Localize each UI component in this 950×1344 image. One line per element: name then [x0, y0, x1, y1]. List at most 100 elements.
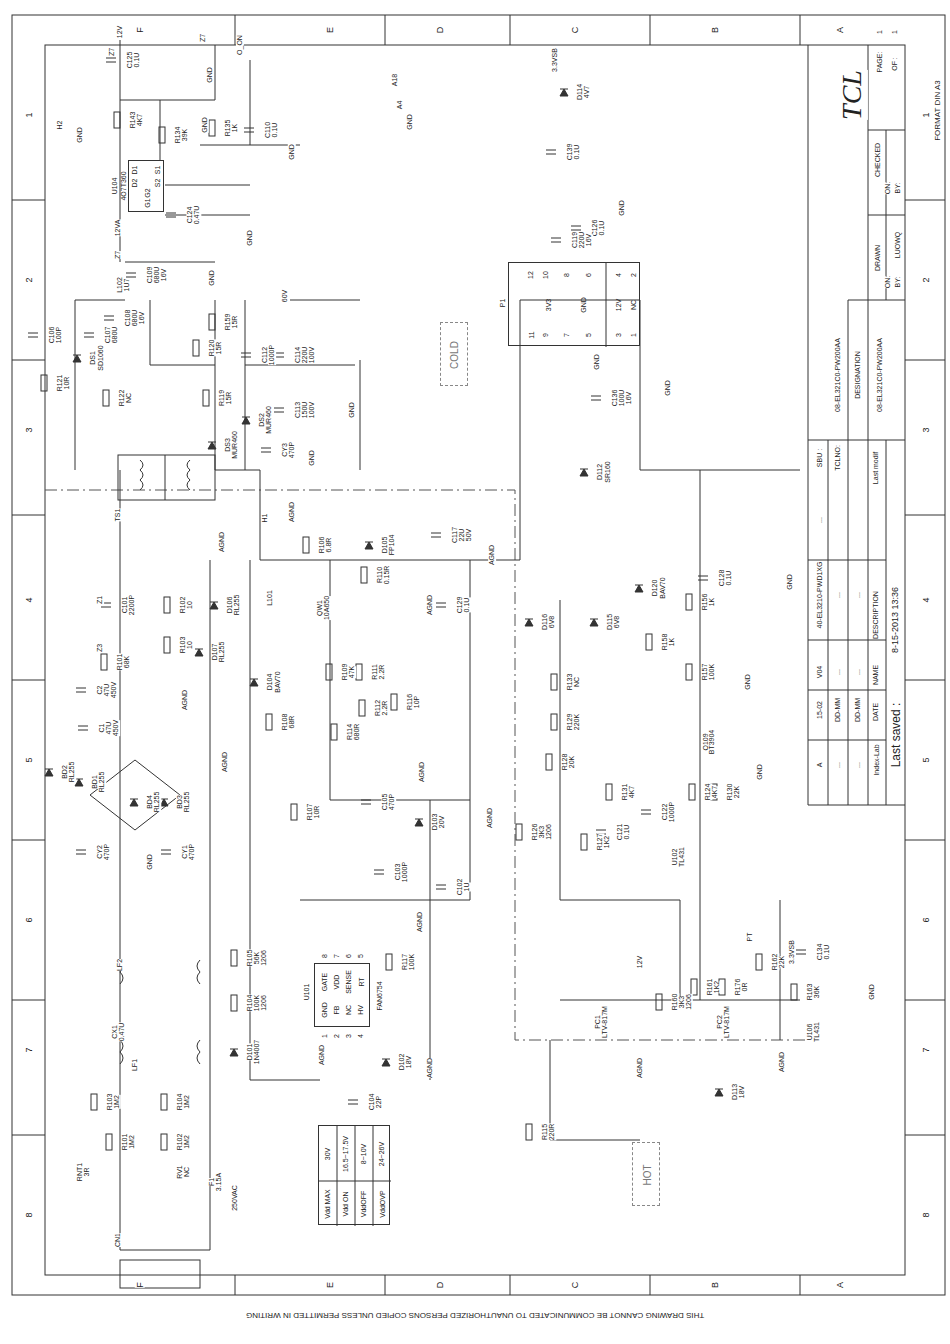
component-label: 220K	[573, 714, 581, 730]
component-label: RL255	[68, 762, 76, 783]
pin-label: GND	[580, 297, 588, 313]
transformer-windings	[140, 455, 190, 500]
pin-label: 3V3	[545, 299, 553, 311]
resistor-symbol	[606, 784, 612, 800]
title-block-text: SBU :	[816, 449, 824, 467]
component-label: Z1	[96, 596, 104, 604]
component-label: A4	[396, 101, 404, 110]
resistor-symbol	[386, 954, 392, 970]
wires	[75, 40, 800, 1250]
component-label: TL431	[813, 1022, 821, 1042]
component-label: 0.1U	[133, 53, 141, 68]
pin-label: 7	[333, 954, 341, 958]
pin-label: 9	[542, 333, 550, 337]
component-label: Z3	[96, 644, 104, 652]
component-label: TL431	[678, 847, 686, 867]
pin-label: 3	[345, 1034, 353, 1038]
grid-reference: 5	[920, 757, 930, 762]
component-label: 2.2R	[378, 665, 386, 680]
resistor-symbol	[231, 950, 237, 966]
resistor-symbol	[756, 954, 762, 970]
capacitor-symbol	[76, 688, 86, 692]
pin-label: HV	[357, 1005, 365, 1015]
title-block-text: ...	[854, 592, 862, 598]
capacitor-symbol	[348, 1100, 358, 1104]
resistor-symbol	[106, 1134, 112, 1150]
capacitor-symbol	[261, 448, 271, 452]
component-label: BAV70	[658, 577, 666, 598]
capacitor-symbol	[374, 870, 384, 874]
resistor-symbol	[41, 375, 47, 391]
pin-label: 8	[321, 954, 329, 958]
component-label: AGND	[288, 502, 296, 522]
component-label: 1M2	[183, 1135, 191, 1149]
component-label: 470P	[103, 844, 111, 860]
capacitor-symbol	[161, 850, 171, 854]
component-label: 100V	[308, 347, 316, 363]
component-label: 18V	[738, 1086, 746, 1098]
resistor-symbol	[516, 824, 522, 840]
region-label: HOT	[641, 1164, 653, 1185]
pin-label: 2	[333, 1034, 341, 1038]
component-label: 3.3VSB	[788, 940, 796, 964]
grid-reference: 7	[920, 1047, 930, 1052]
component-label: 3.15A	[215, 1173, 223, 1191]
resistor-symbol	[791, 984, 797, 1000]
transformer-ts1	[118, 455, 215, 500]
grid-reference: 8	[920, 1212, 930, 1217]
diode-symbol	[590, 619, 598, 626]
component-label: 100P	[55, 327, 63, 343]
component-label: 12V	[116, 26, 124, 38]
pin-label: 11	[527, 331, 535, 338]
grid-reference: A	[835, 1282, 845, 1288]
title-block-text: Last modif	[872, 452, 880, 484]
pin-label: 1	[630, 333, 638, 337]
component-label: L101	[266, 590, 274, 606]
capacitor-symbol	[106, 58, 116, 62]
title-block-text: ...	[854, 669, 862, 675]
pin-label: FB	[333, 1006, 341, 1015]
component-label: 0.15R	[383, 566, 391, 585]
component-label: SD1060	[96, 345, 104, 370]
component-label: AGND	[418, 762, 426, 782]
capacitor-symbol	[274, 408, 284, 412]
title-block-text: 8-15-2013 13:36	[890, 587, 900, 653]
component-label: 1K	[668, 638, 676, 647]
component-label: 0.47U	[118, 1023, 126, 1042]
component-label: 100K	[408, 954, 416, 970]
title-block-text: ...	[834, 762, 842, 768]
component-label: AGND	[218, 532, 226, 552]
component-label: FP104	[388, 535, 396, 556]
pin-label: SENSE	[345, 970, 353, 994]
component-label: 450V	[112, 720, 120, 736]
resistor-symbol	[91, 1094, 97, 1110]
component-label: 15R	[231, 316, 239, 329]
pin-label: VddOVP	[378, 1190, 386, 1217]
component-label: 3R	[83, 1168, 91, 1177]
component-label: AGND	[416, 912, 424, 932]
diode-symbol	[635, 585, 643, 592]
component-label: NC	[125, 393, 133, 403]
resistor-symbol	[114, 112, 120, 128]
capacitor-symbol	[698, 576, 708, 580]
title-block-text: TCL	[836, 70, 868, 120]
diode-symbol	[73, 355, 81, 362]
resistor-symbol	[359, 700, 365, 716]
capacitor-symbol	[361, 800, 371, 804]
component-label: GND	[206, 67, 214, 83]
component-label: 1206	[685, 994, 693, 1010]
component-label: 0.1U	[598, 221, 606, 236]
component-label: 16V	[138, 312, 146, 324]
grid-reference: C	[570, 1282, 580, 1289]
resistor-symbol	[159, 127, 165, 143]
component-label: DS1	[89, 351, 97, 365]
pin-label: 16.5~17.5V	[342, 1136, 350, 1172]
grid-reference: 8	[23, 1212, 33, 1217]
grid-reference: F	[135, 27, 145, 33]
title-block-text: DD-MM	[834, 698, 842, 722]
grid-reference: 2	[23, 277, 33, 282]
region-box: COLD	[440, 322, 468, 386]
component-label: GND	[246, 230, 254, 246]
component-label: 39K	[181, 129, 189, 141]
diode-symbol	[242, 417, 250, 424]
